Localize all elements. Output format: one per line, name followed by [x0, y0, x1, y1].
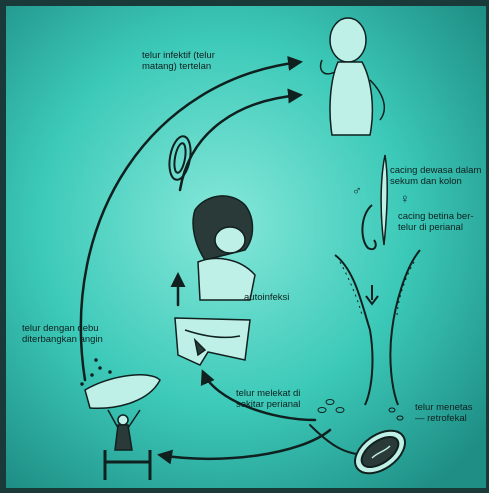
- label-autoinfection: autoinfeksi: [244, 292, 289, 303]
- label-perianal-eggs: telur melekat di sekitar perianal: [236, 388, 300, 410]
- sleeping-child-figure: [193, 196, 255, 300]
- label-female-symbol: ♀: [400, 193, 410, 204]
- label-adult-worms: cacing dewasa dalam sekum dan kolon: [390, 165, 481, 187]
- label-male-symbol: ♂: [352, 185, 362, 196]
- label-retrofection: telur menetas — retrofekal: [415, 402, 473, 424]
- label-airborne: telur dengan debu diterbangkan angin: [22, 323, 103, 345]
- label-infective-eggs: telur infektif (telur matang) tertelan: [142, 50, 215, 72]
- label-female-worm: cacing betina ber- telur di perianal: [398, 211, 474, 233]
